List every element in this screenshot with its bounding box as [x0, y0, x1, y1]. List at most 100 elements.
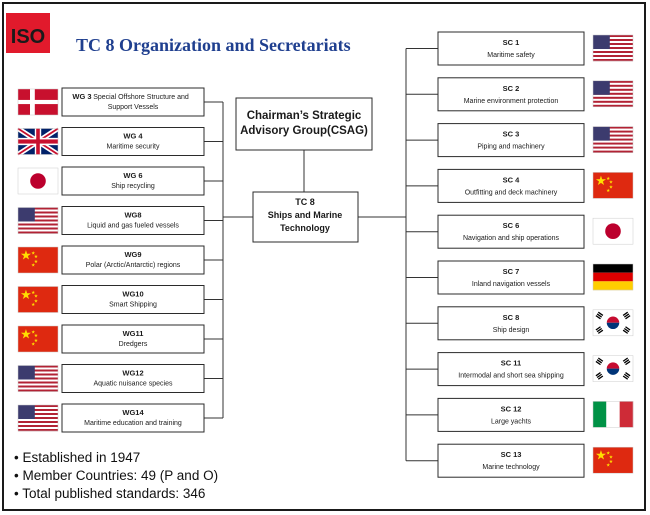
flag-stripe	[18, 429, 58, 432]
flag-stripe	[593, 86, 633, 89]
flag-field	[593, 172, 633, 199]
node-frame	[437, 352, 585, 387]
node-frame	[437, 168, 585, 203]
tc8-line-1: TC 8	[295, 197, 315, 207]
flag-stripe	[593, 37, 633, 40]
flag-stripe	[18, 419, 58, 422]
iso-logo-background	[6, 13, 50, 53]
node-name: Intermodal and short sea shipping	[458, 373, 564, 380]
flag-stripe	[18, 413, 58, 416]
sc-sc7-box: SC 7 Inland navigation vessels	[437, 260, 585, 295]
flag-stripe	[18, 215, 58, 218]
flag-trigram-bar	[623, 373, 630, 379]
flag-small-star: ★	[34, 254, 38, 260]
united-kingdom-flag-icon	[16, 126, 60, 157]
flag-stripe	[593, 88, 633, 91]
node-code: WG10	[122, 290, 143, 299]
flag-trigram	[622, 372, 631, 380]
node-frame	[61, 403, 205, 433]
flag-border	[592, 126, 634, 153]
node-name: Smart Shipping	[109, 302, 157, 309]
flag-small-star: ★	[609, 459, 613, 465]
flag-stripe	[18, 217, 58, 220]
node-name: Inland navigation vessels	[472, 281, 551, 288]
flag-trigram-bar	[596, 327, 603, 333]
flag-stripe	[18, 407, 58, 410]
united-states-flag-icon	[592, 80, 634, 108]
germany-flag-icon	[592, 263, 634, 291]
flag-stripe	[18, 213, 58, 216]
flag-border	[592, 263, 634, 291]
flag-border	[17, 404, 59, 432]
flag-trigram-bar	[596, 373, 603, 379]
node-name: Ship recycling	[111, 183, 155, 190]
flag-trigram-bar	[595, 326, 601, 331]
flag-stripe	[593, 41, 633, 44]
flag-canton	[18, 365, 35, 380]
flag-trigram-bar	[622, 375, 629, 380]
flag-stripe	[18, 231, 58, 234]
flag-small-star: ★	[609, 184, 613, 190]
flag-band-black	[593, 264, 633, 273]
connector-lines	[204, 48, 438, 462]
flag-stripe	[18, 379, 58, 382]
flag-stripe	[593, 43, 633, 46]
flag-stripe	[18, 427, 58, 430]
flag-canton	[18, 405, 35, 419]
flag-stripe	[18, 365, 58, 368]
flag-band-red	[619, 401, 634, 428]
flag-trigram-bar	[625, 326, 631, 331]
flag-small-star: ★	[609, 180, 613, 186]
flag-stripe	[593, 100, 633, 103]
node-frame	[61, 364, 205, 393]
flag-stripe	[593, 92, 633, 95]
flag-stripe	[593, 136, 633, 139]
united-states-flag-icon	[592, 34, 634, 62]
node-frame	[437, 397, 585, 432]
node-name: Dredgers	[119, 341, 148, 348]
flag-stripe	[18, 385, 58, 388]
flag-field	[18, 286, 58, 313]
flag-stripe	[593, 57, 633, 60]
fact-published-standards: Total published standards: 346	[14, 485, 218, 503]
china-flag-icon: ★★★★★	[592, 172, 634, 199]
node-name: Ship design	[493, 327, 530, 334]
flag-stripe	[593, 104, 633, 107]
flag-taegeuk-red	[606, 316, 620, 323]
flag-taegeuk-blue	[606, 322, 620, 330]
flag-trigram	[622, 357, 631, 366]
node-code: SC 3	[503, 130, 520, 139]
flag-trigram	[595, 372, 604, 380]
flag-star: ★	[595, 449, 607, 464]
node-code: SC 1	[503, 38, 520, 47]
node-code: WG9	[124, 250, 141, 259]
node-name: Navigation and ship operations	[463, 235, 560, 242]
node-frame	[437, 77, 585, 112]
flag-stripe	[18, 377, 58, 380]
flag-stripe	[593, 90, 633, 93]
flag-small-star: ★	[34, 294, 38, 300]
flag-border	[592, 80, 634, 108]
node-code: SC 7	[503, 267, 520, 276]
node-frame	[437, 214, 585, 249]
flag-small-star: ★	[31, 251, 35, 257]
flag-trigram-bar	[597, 357, 604, 362]
flag-trigram-bar	[625, 360, 631, 366]
flag-stripe	[18, 389, 58, 392]
flag-small-star: ★	[606, 451, 610, 457]
flag-stripe	[18, 417, 58, 420]
united-states-flag-icon	[17, 207, 59, 234]
united-states-flag-icon	[17, 365, 59, 392]
node-frame	[61, 127, 205, 156]
node-code: WG14	[122, 408, 144, 417]
fact-member-countries: Member Countries: 49 (P and O)	[14, 467, 218, 485]
flag-stripe	[593, 132, 633, 135]
